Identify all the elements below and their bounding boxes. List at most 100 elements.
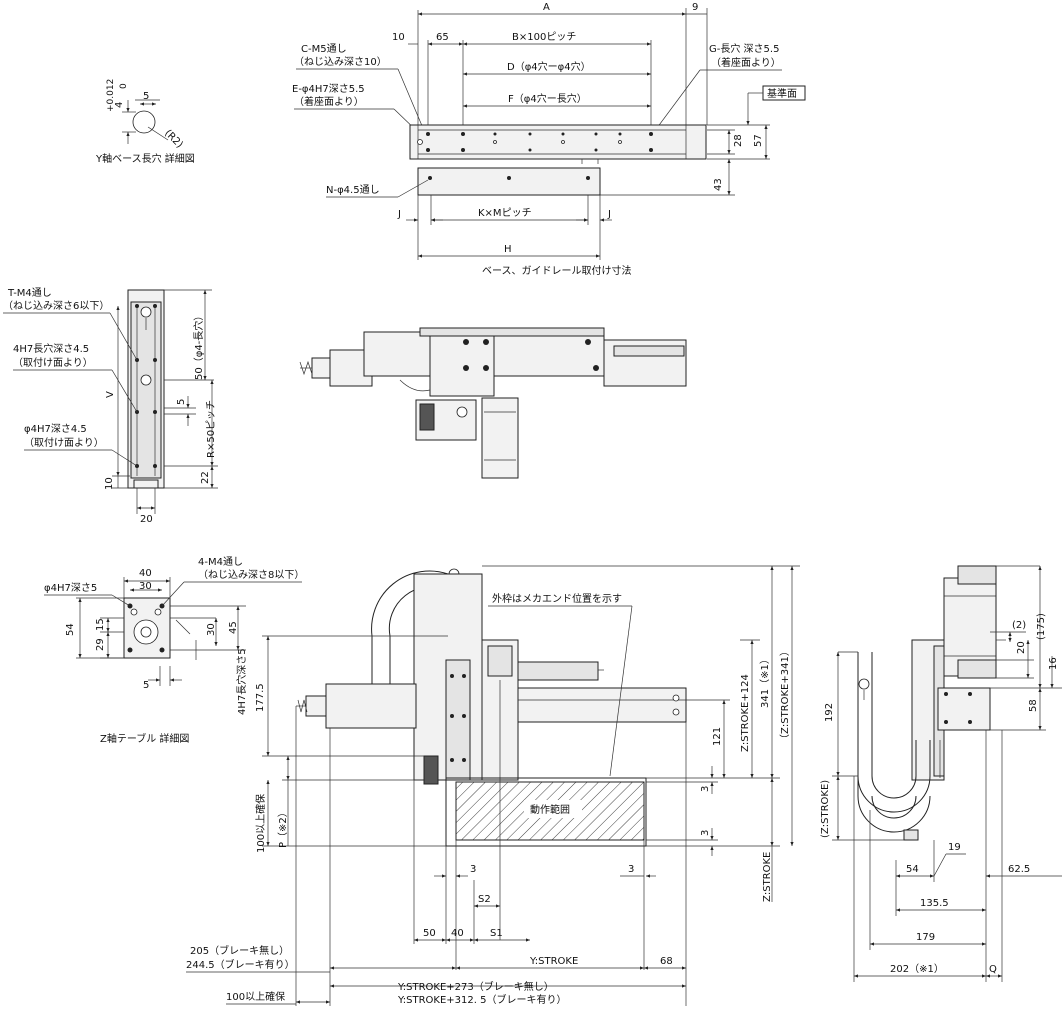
note-t2: （ねじ込み深さ6以下） [3,300,109,312]
dim-10: 10 [392,32,405,43]
dim-zstroke-side: (Z:STROKE) [820,780,831,838]
dim-177-5: 177.5 [255,683,266,712]
dim-22: 22 [200,471,211,484]
dim-z341: （Z:STROKE+341） [779,646,791,744]
dim-205-b: 244.5（ブレーキ有り） [186,958,295,971]
dim-62-5: 62.5 [1008,864,1030,875]
mounting-base [417,167,601,196]
dim-q: Q [989,964,997,975]
dim-28: 28 [733,134,744,147]
dim-3-c: 3 [470,864,476,875]
dim-205-a: 205（ブレーキ無し） [190,944,289,957]
dim-68: 68 [660,956,673,967]
dim-v: V [105,391,116,398]
dim-3-b: 3 [700,830,711,836]
note-m4-line2: （ねじ込み深さ8以下） [198,569,304,581]
tol-lower: 0 [119,83,129,89]
dim-ystroke: Y:STROKE [529,956,578,967]
dim-100-b: 100以上確保 [226,990,285,1003]
note-p1: φ4H7深さ4.5 [24,423,87,435]
range-label: 動作範囲 [530,803,570,816]
dim-54: 54 [906,864,919,875]
dim-192: 192 [824,703,835,722]
plan-view [299,327,687,479]
dim-30-top: 30 [139,581,152,592]
dim-9: 9 [692,2,698,13]
dim-s1: S1 [490,928,503,939]
dim-20: 20 [1016,641,1027,654]
note-4h1: 4H7長穴深さ4.5 [13,342,89,355]
dim-45: 45 [228,621,239,634]
y-rail-front [517,687,687,723]
dim-54: 54 [65,623,76,636]
dim-j-left: J [397,209,401,220]
dim-z124: Z:STROKE+124 [740,674,751,752]
dim-135-5: 135.5 [920,898,949,909]
note-c-line2: （ねじ込み深さ10） [294,56,387,68]
note-c-line1: C-M5通し [301,43,347,55]
dim-3-a: 3 [700,786,711,792]
dim-50: 50 [423,928,436,939]
tol-upper: +0.012 [106,79,116,112]
dim-5: 5 [143,680,149,691]
note-p2: （取付け面より） [24,436,104,449]
dim-zstroke: Z:STROKE [762,852,773,902]
top-view-caption: ベース、ガイドレール取付け寸法 [482,264,632,277]
dim-r: R×50ピッチ [205,400,217,458]
dim-r2: (R2) [162,128,185,151]
note-m4-line1: 4-M4通し [198,556,243,568]
note-slot: 4H7長穴深さ5 [235,648,248,715]
front-view: 動作範囲 外枠はメカエンド位置を示す 177.5 100以上確保 P（※2） 1… [186,565,800,1006]
dim-30-side: 30 [206,623,217,636]
slider-block [429,335,495,397]
note-g-line2: （着座面より） [711,56,781,69]
note-g-line1: G-長穴 深さ5.5 [709,42,779,55]
dim-43: 43 [713,178,724,191]
dim-57: 57 [753,134,764,147]
dim-50: 50（φ4-長穴） [192,311,205,380]
dim-10: 10 [104,477,115,490]
dim-5: 5 [143,91,149,102]
dim-d: D（φ4穴ーφ4穴） [507,60,591,73]
dim-2: (2) [1012,620,1026,631]
dim-100-a: 100以上確保 [254,794,267,853]
y-slot-detail: 5 4 +0.012 0 (R2) Y軸ベース長穴 詳細図 [95,79,195,165]
dim-19: 19 [948,842,961,853]
note-h7: φ4H7深さ5 [44,582,97,594]
z-table-caption: Z軸テーブル 詳細図 [100,732,189,745]
note-n: N-φ4.5通し [326,184,380,196]
dim-km: K×Mピッチ [478,207,532,219]
dim-16: 16 [1048,657,1059,670]
dim-a: A [543,2,550,13]
y-motor [325,683,417,729]
dim-3-d: 3 [628,864,634,875]
dim-121: 121 [712,727,723,746]
dim-s2: S2 [478,894,491,905]
dim-175: (175) [1036,613,1047,640]
right-view: (2) (175) 20 16 58 192 (Z:STROKE) 19 54 … [820,565,1062,982]
top-view: A 9 10 65 B×100ピッチ D（φ4穴ーφ4穴） F（φ4穴ー長穴） … [292,2,806,277]
dim-202: 202（※1） [890,963,944,975]
dim-58: 58 [1028,699,1039,712]
dim-h: H [504,244,512,255]
dim-29: 29 [95,638,106,651]
dim-j-right: J [607,209,611,220]
dim-65: 65 [436,32,449,43]
dim-40: 40 [139,568,152,579]
dim-p: P（※2） [277,807,289,848]
dim-f: F（φ4穴ー長穴） [508,92,587,105]
dim-4: 4 [114,102,125,108]
note-e-line1: E-φ4H7深さ5.5 [292,83,365,95]
dim-y312: Y:STROKE+312. 5（ブレーキ有り） [397,993,567,1006]
note-outer: 外枠はメカエンド位置を示す [492,592,622,605]
rail-holes [417,132,653,152]
dim-b: B×100ピッチ [512,31,576,43]
side-plate-view: T-M4通し （ねじ込み深さ6以下） 4H7長穴深さ4.5 （取付け面より） φ… [3,287,218,525]
note-e-line2: （着座面より） [294,95,364,108]
y-base-rail [409,124,707,160]
dim-y273: Y:STROKE+273（ブレーキ無し） [397,980,554,993]
note-reference: 基準面 [767,87,797,100]
dim-15: 15 [95,618,106,631]
note-t1: T-M4通し [7,287,52,299]
